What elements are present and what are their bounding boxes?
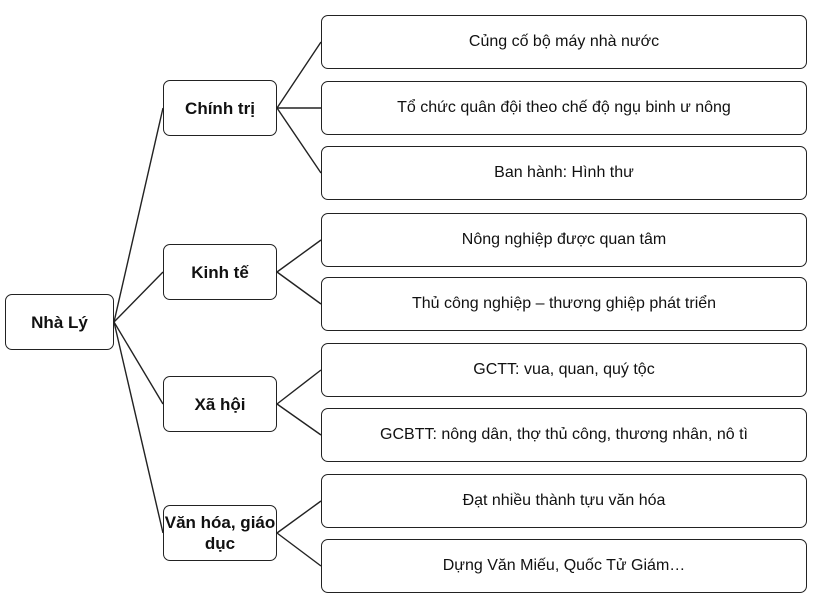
connector-chinh-tri-item-0	[276, 41, 322, 109]
leaf-node: GCBTT: nông dân, thợ thủ công, thương nh…	[321, 408, 807, 462]
category-label: Xã hội	[194, 394, 246, 414]
connector-root-van-hoa	[113, 321, 164, 534]
connector-van-hoa-item-1	[276, 532, 322, 567]
connector-chinh-tri-item-2	[276, 107, 322, 174]
leaf-label: Củng cố bộ máy nhà nước	[468, 33, 660, 50]
leaf-node: Ban hành: Hình thư	[321, 146, 807, 200]
leaf-label: Ban hành: Hình thư	[494, 164, 634, 181]
category-node-xa-hoi: Xã hội	[163, 376, 277, 432]
connector-root-kinh-te	[113, 271, 164, 323]
leaf-label: Nông nghiệp được quan tâm	[461, 231, 667, 248]
connector-root-chinh-tri	[113, 107, 164, 323]
connector-xa-hoi-item-0	[276, 369, 322, 405]
category-label: Chính trị	[185, 98, 255, 118]
leaf-node: GCTT: vua, quan, quý tộc	[321, 343, 807, 397]
leaf-label: GCTT: vua, quan, quý tộc	[473, 361, 655, 378]
leaf-label: Tổ chức quân đội theo chế độ ngụ binh ư …	[397, 99, 731, 116]
leaf-node: Dựng Văn Miếu, Quốc Tử Giám…	[321, 539, 807, 593]
leaf-label: Thủ công nghiệp – thương ghiệp phát triể…	[411, 295, 717, 312]
leaf-node: Đạt nhiều thành tựu văn hóa	[321, 474, 807, 528]
root-label: Nhà Lý	[31, 312, 88, 332]
category-node-van-hoa: Văn hóa, giáo dục	[163, 505, 277, 561]
leaf-node: Thủ công nghiệp – thương ghiệp phát triể…	[321, 277, 807, 331]
category-node-kinh-te: Kinh tế	[163, 244, 277, 300]
leaf-label: Đạt nhiều thành tựu văn hóa	[462, 492, 666, 509]
category-node-chinh-tri: Chính trị	[163, 80, 277, 136]
category-label: Văn hóa, giáo dục	[164, 513, 276, 553]
leaf-node: Củng cố bộ máy nhà nước	[321, 15, 807, 69]
leaf-label: GCBTT: nông dân, thợ thủ công, thương nh…	[380, 426, 748, 443]
leaf-node: Tổ chức quân đội theo chế độ ngụ binh ư …	[321, 81, 807, 135]
category-label: Kinh tế	[191, 262, 249, 282]
leaf-node: Nông nghiệp được quan tâm	[321, 213, 807, 267]
root-node: Nhà Lý	[5, 294, 114, 350]
connector-van-hoa-item-0	[276, 500, 322, 534]
connector-kinh-te-item-1	[276, 271, 322, 305]
leaf-label: Dựng Văn Miếu, Quốc Tử Giám…	[442, 557, 686, 574]
connector-xa-hoi-item-1	[276, 403, 322, 436]
connector-kinh-te-item-0	[276, 239, 322, 273]
connector-root-xa-hoi	[113, 321, 164, 405]
